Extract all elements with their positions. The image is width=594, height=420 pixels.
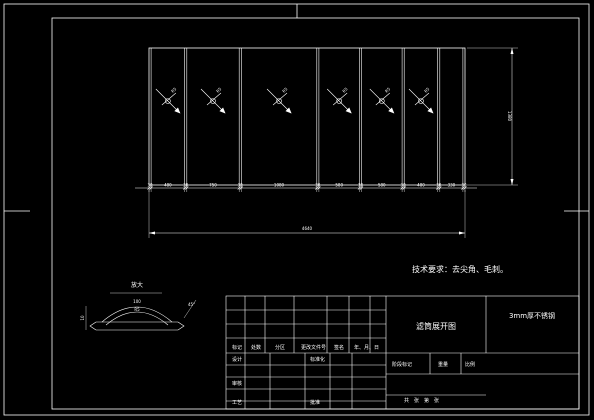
segment-dimension-chain: 30 480 30 750 30 1080 30 580 30 580 30 480 30 330 30 xyxy=(135,183,477,192)
detail-radius-dim: R5 xyxy=(134,307,140,312)
dimension-tick xyxy=(359,186,364,190)
overall-width-label: 4640 xyxy=(302,226,313,231)
bend-radius-label: R5 xyxy=(281,86,289,94)
dimension-tick xyxy=(149,186,153,190)
bend-marks: R5 R5 R5 R5 R5 R5 xyxy=(155,86,434,114)
detail-label: 放大 xyxy=(131,281,143,289)
dimension-tick xyxy=(461,186,465,190)
dimension-tick xyxy=(463,186,467,190)
segment-dimension-label: 580 xyxy=(378,183,386,188)
title-block xyxy=(225,295,580,410)
dimension-tick xyxy=(239,186,244,190)
bend-mark xyxy=(326,88,352,114)
tb-zone: 分区 xyxy=(275,344,285,351)
material-label: 3mm厚不锈钢 xyxy=(509,311,555,320)
dimension-tick xyxy=(237,186,241,190)
segment-dimension-label: 30 xyxy=(238,183,244,188)
tb-sign: 签名 xyxy=(334,344,344,351)
bend-radius-label: R5 xyxy=(215,86,223,94)
height-label: 1380 xyxy=(507,111,512,122)
detail-view: 放大 100 R5 10 45° xyxy=(80,281,197,331)
segment-dimension-label: 30 xyxy=(315,183,321,188)
dimension-tick xyxy=(317,186,321,190)
bend-mark xyxy=(200,88,226,114)
dimension-tick xyxy=(147,186,151,190)
dimension-tick xyxy=(438,186,442,190)
segment-dimension-label: 30 xyxy=(358,183,364,188)
pattern-outline xyxy=(148,47,466,186)
segment-dimension-label: 750 xyxy=(209,183,217,188)
segment-dimension-label: 30 xyxy=(436,183,442,188)
tb-review: 审核 xyxy=(232,380,242,387)
overall-width-dimension: 4640 xyxy=(148,190,466,238)
tb-process: 工艺 xyxy=(232,400,242,406)
dimension-tick xyxy=(402,186,406,190)
segment-dimension-label: 330 xyxy=(448,183,456,188)
bend-radius-label: R5 xyxy=(384,86,392,94)
segment-dimension-label: 480 xyxy=(164,183,172,188)
bend-mark xyxy=(408,88,434,114)
technical-requirement-note: 技术要求：去尖角、毛刺。 xyxy=(412,264,508,274)
bend-mark xyxy=(266,88,292,114)
segment-dimension-label: 30 xyxy=(401,183,407,188)
segment-dimension-label: 580 xyxy=(335,183,343,188)
tb-sheets: 共 张 第 张 xyxy=(404,397,439,404)
fold-lines xyxy=(150,48,464,185)
bend-radius-label: R5 xyxy=(423,86,431,94)
tb-scale: 比例 xyxy=(465,361,475,368)
tb-standardize: 标准化 xyxy=(310,356,325,363)
dimension-tick xyxy=(357,186,362,190)
segment-dimension-label: 480 xyxy=(417,183,425,188)
dimension-tick xyxy=(400,186,404,190)
segment-dimension-label: 30 xyxy=(147,183,153,188)
tb-design: 设计 xyxy=(232,356,242,363)
bend-mark xyxy=(155,88,181,114)
detail-depth-dim: 10 xyxy=(80,315,85,321)
segment-dimension-label: 30 xyxy=(461,183,467,188)
title-block-labels: 标记 处数 分区 更改文件号 签名 年、月、日 设计 标准化 审核 工艺 批准 … xyxy=(232,344,475,406)
bend-radius-label: R5 xyxy=(341,86,349,94)
drawing-frame xyxy=(3,3,590,416)
bend-mark xyxy=(369,88,395,114)
segment-dimension-label: 1080 xyxy=(274,183,285,188)
bend-radius-label: R5 xyxy=(170,86,178,94)
tb-change-doc: 更改文件号 xyxy=(301,344,326,351)
dimension-tick xyxy=(182,186,187,190)
segment-dimension-label: 30 xyxy=(183,183,189,188)
tb-approve: 批准 xyxy=(310,399,320,406)
dimension-tick xyxy=(435,186,440,190)
tb-mark: 标记 xyxy=(232,344,242,351)
tb-weight: 重量 xyxy=(438,361,448,368)
tb-date: 年、月、日 xyxy=(354,344,379,351)
detail-angle-dim: 45° xyxy=(188,302,195,307)
drawing-title: 滤筒展开图 xyxy=(416,321,456,331)
tb-stage: 阶段标记 xyxy=(392,361,412,368)
height-dimension: 1380 xyxy=(467,47,518,186)
detail-top-dim: 100 xyxy=(133,299,141,304)
dimension-tick xyxy=(185,186,189,190)
dimension-tick xyxy=(315,186,319,190)
tb-count: 处数 xyxy=(251,344,261,351)
